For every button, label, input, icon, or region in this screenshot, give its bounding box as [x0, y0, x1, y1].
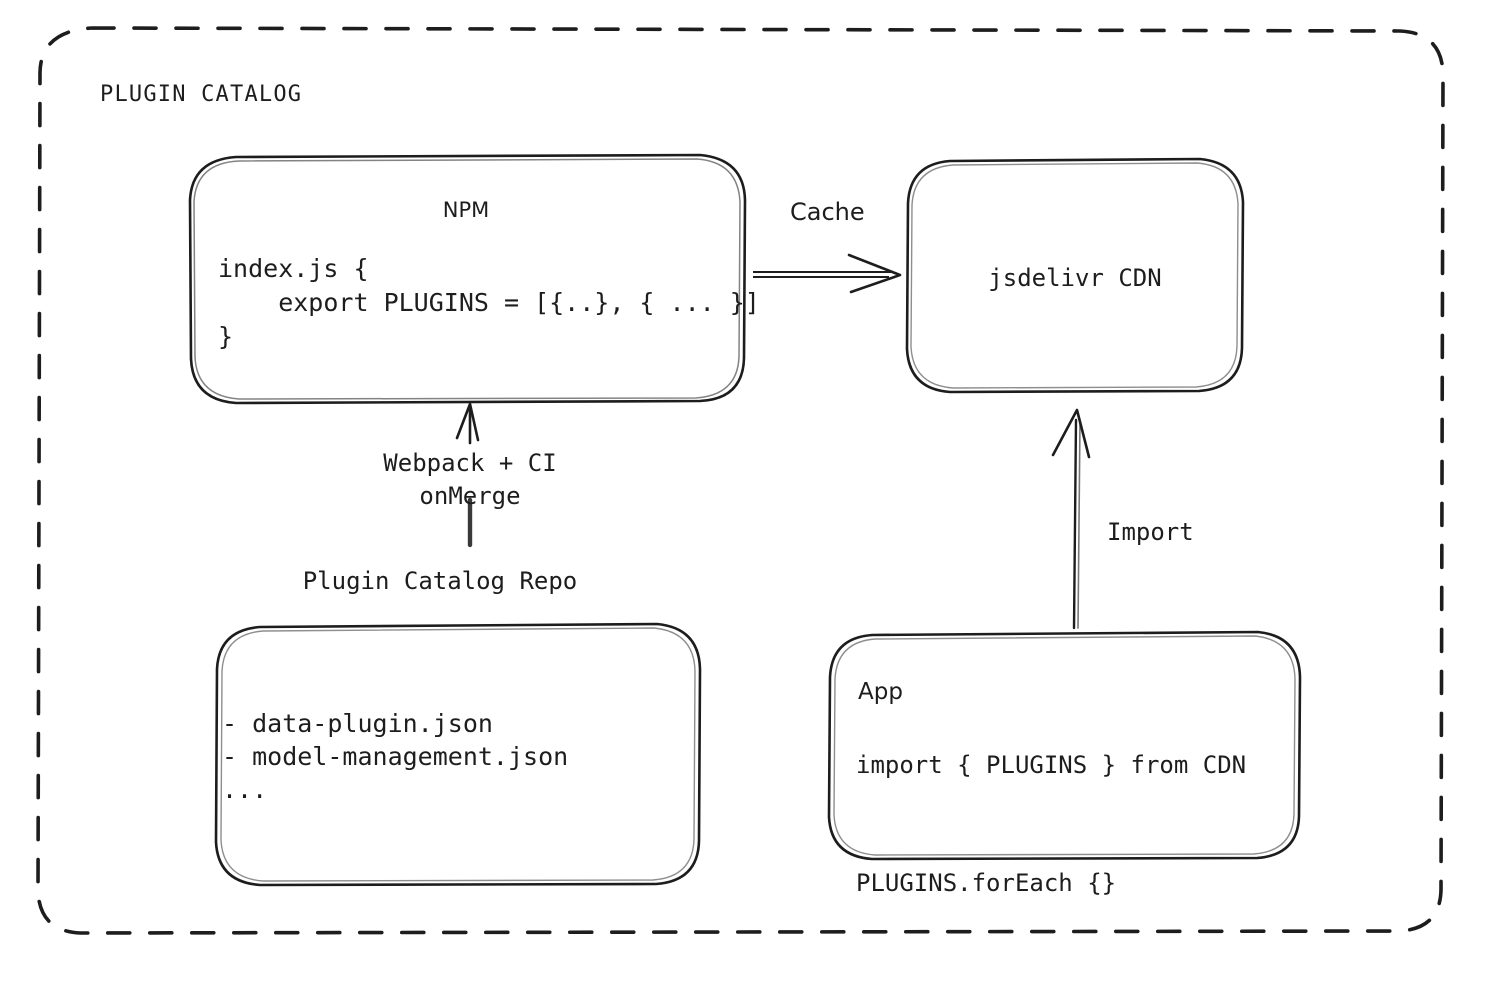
edge-npm-to-cdn: [753, 253, 902, 294]
app-node-title: App: [858, 679, 903, 705]
repo-node-file-list: - data-plugin.json - model-management.js…: [222, 709, 569, 804]
npm-node-title: NPM: [442, 198, 490, 222]
npm-node-code: index.js { export PLUGINS = [{..}, { ...…: [218, 254, 760, 351]
cdn-node-title: jsdelivr CDN: [988, 264, 1162, 292]
edge-app-to-cdn: [1051, 408, 1091, 630]
repo-node-caption: Plugin Catalog Repo: [302, 567, 578, 595]
edge-label-import: Import: [1107, 518, 1194, 546]
edge-label-webpack-ci: Webpack + CI onMerge: [383, 449, 557, 510]
edge-label-cache: Cache: [790, 198, 865, 226]
group-title: PLUGIN CATALOG: [100, 82, 303, 107]
app-node-code: import { PLUGINS } from CDN PLUGINS.forE…: [856, 751, 1247, 897]
